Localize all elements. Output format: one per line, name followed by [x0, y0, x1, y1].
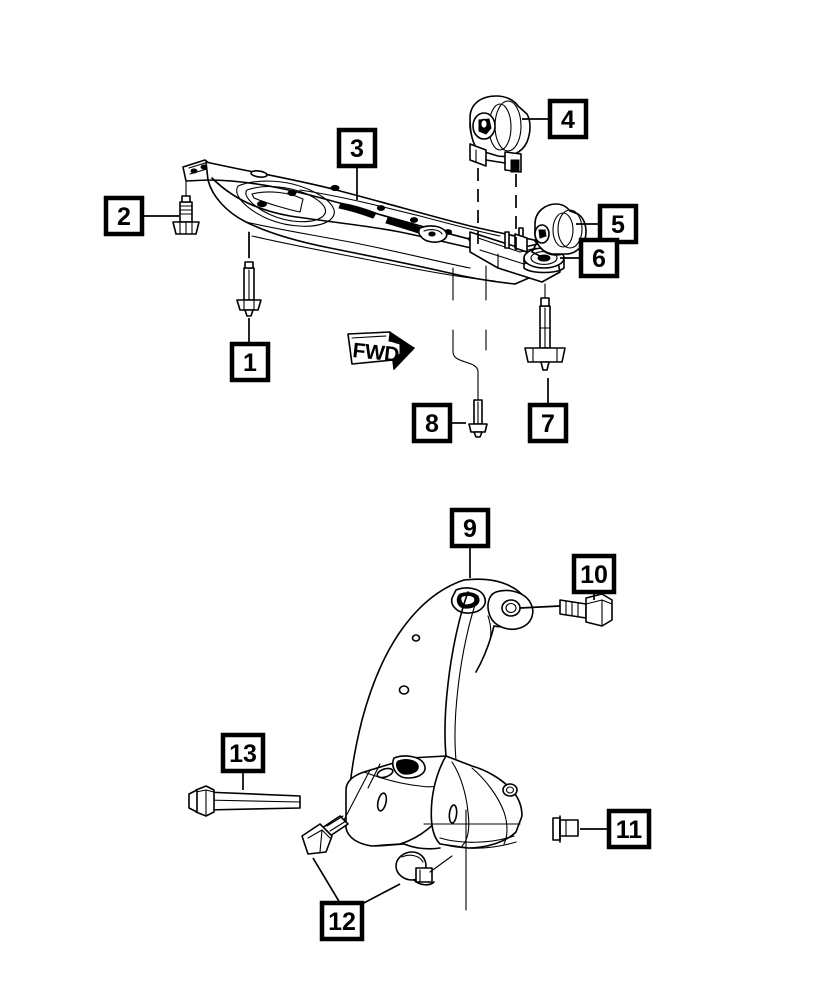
- callout-12[interactable]: 12: [319, 900, 365, 942]
- long-bolt-1-part[interactable]: [236, 261, 262, 317]
- callout-1-label: 1: [243, 349, 257, 377]
- flange-nut-11-part[interactable]: [552, 815, 579, 843]
- callout-13-label: 13: [229, 740, 257, 768]
- engine-mount-isolator-upper-part[interactable]: [469, 95, 531, 173]
- hex-bolt-10-part[interactable]: [559, 593, 613, 627]
- callout-11[interactable]: 11: [606, 808, 652, 850]
- callout-4-label: 4: [561, 106, 575, 134]
- small-bolt-8-part[interactable]: [468, 399, 488, 438]
- callout-6-label: 6: [592, 245, 606, 273]
- fwd-label: FWD: [351, 339, 400, 367]
- callout-13[interactable]: 13: [220, 732, 266, 774]
- flanged-bolt-7-part[interactable]: [524, 297, 566, 371]
- callout-7-label: 7: [541, 410, 555, 438]
- engine-mount-isolator-lower-part[interactable]: [514, 203, 587, 257]
- callout-12-label: 12: [328, 908, 356, 936]
- callout-9-label: 9: [463, 515, 477, 543]
- callout-2[interactable]: 2: [103, 195, 145, 237]
- callout-11-label: 11: [616, 816, 643, 844]
- callout-6[interactable]: 6: [578, 237, 620, 279]
- callout-5-label: 5: [611, 211, 625, 239]
- leader-line-12a: [312, 857, 341, 904]
- callout-4[interactable]: 4: [547, 98, 589, 140]
- hex-bolt-12b-part[interactable]: [395, 851, 435, 886]
- guide-8: [452, 267, 479, 401]
- stud-bolt-2-part[interactable]: [172, 195, 200, 235]
- long-bolt-13-part[interactable]: [188, 785, 301, 817]
- callout-7[interactable]: 7: [527, 402, 569, 444]
- callout-1[interactable]: 1: [229, 341, 271, 383]
- engine-mount-bracket-part[interactable]: [345, 578, 534, 850]
- callout-3-label: 3: [350, 135, 364, 163]
- forward-direction-arrow: FWD: [347, 331, 415, 371]
- callout-10[interactable]: 10: [571, 553, 617, 595]
- callout-9[interactable]: 9: [449, 507, 491, 549]
- callout-3[interactable]: 3: [336, 127, 378, 169]
- callout-2-label: 2: [117, 203, 131, 231]
- callout-8[interactable]: 8: [411, 402, 453, 444]
- leader-line-12b: [359, 883, 401, 906]
- callout-5[interactable]: 5: [597, 203, 639, 245]
- callout-boxes-group: 1 2 3 4 5 6 7: [103, 98, 652, 942]
- leader-line-10b: [519, 605, 561, 609]
- hex-bolt-12a-part[interactable]: [301, 815, 349, 855]
- guide-12a: [343, 769, 371, 821]
- callout-8-label: 8: [425, 410, 439, 438]
- guide-12b: [429, 855, 453, 873]
- callout-10-label: 10: [580, 561, 608, 589]
